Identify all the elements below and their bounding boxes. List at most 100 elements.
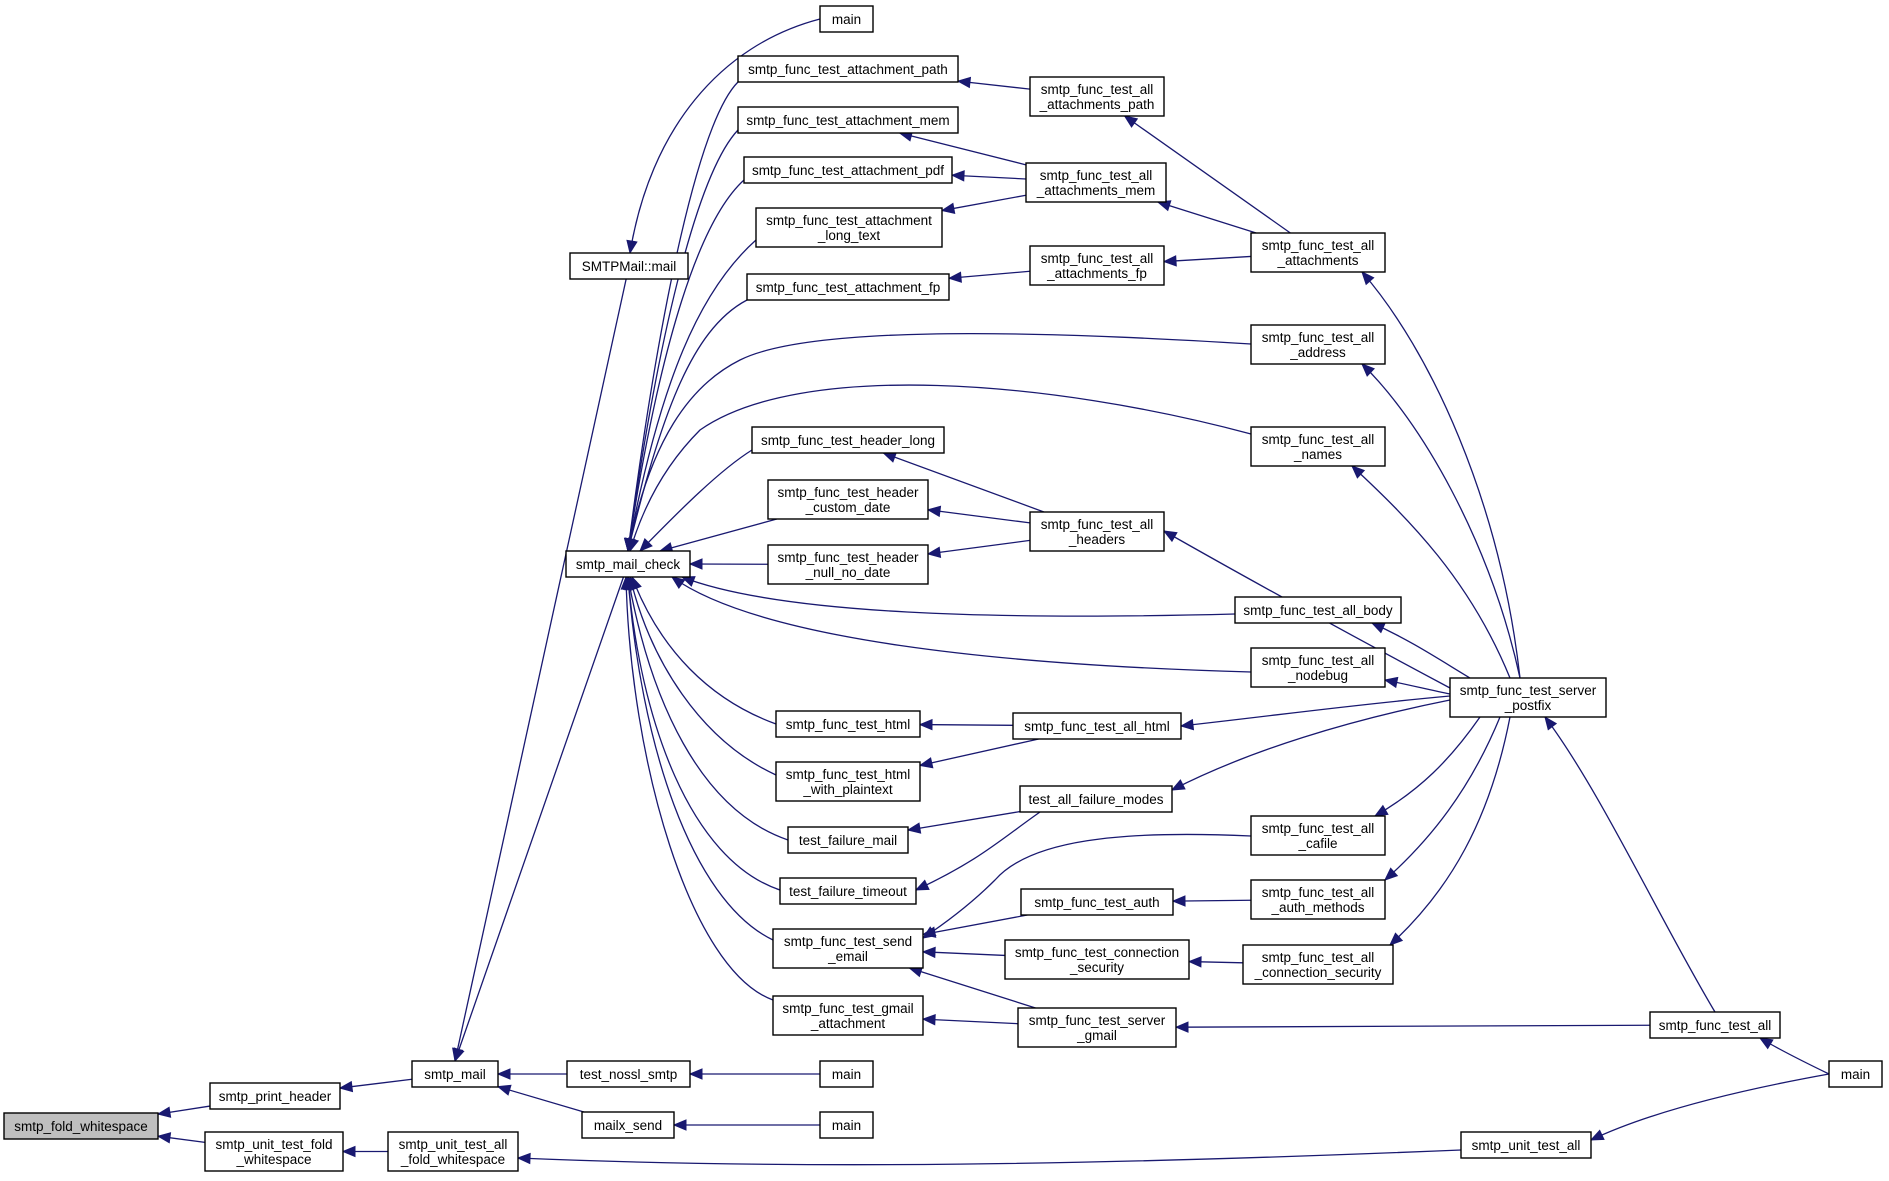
node-func-all[interactable]: smtp_func_test_all: [1649, 1011, 1781, 1039]
node-box: [772, 995, 924, 1036]
edge-all_auth_methods-to-auth: [1171, 895, 1252, 907]
node-box: [737, 55, 959, 83]
node-label: smtp_func_test_auth: [1034, 895, 1159, 910]
arrowhead-icon: [1384, 867, 1399, 881]
node-box: [737, 106, 959, 134]
node-header-custom[interactable]: smtp_func_test_header_custom_date: [767, 479, 929, 520]
node-all-address[interactable]: smtp_func_test_all_address: [1250, 324, 1386, 365]
node-label: _cafile: [1297, 836, 1337, 851]
arrowhead-icon: [156, 1106, 172, 1118]
node-label: _custom_date: [805, 500, 891, 515]
edge-auth-to-send_email: [921, 914, 1028, 938]
node-html-plain[interactable]: smtp_func_test_html_with_plaintext: [775, 761, 921, 802]
node-label: _long_text: [817, 228, 881, 243]
node-mail[interactable]: smtp_mail: [411, 1060, 499, 1088]
node-all-att-path[interactable]: smtp_func_test_all_attachments_path: [1029, 76, 1165, 117]
node-main-nossl[interactable]: main: [819, 1060, 874, 1088]
node-attach-mem[interactable]: smtp_func_test_attachment_mem: [737, 106, 959, 134]
node-box: [1017, 1007, 1177, 1048]
node-box: [1250, 232, 1386, 273]
node-server-postfix[interactable]: smtp_func_test_server_postfix: [1449, 677, 1607, 718]
edge-nossl-to-mail: [496, 1068, 567, 1080]
node-box: [566, 1060, 691, 1088]
node-box: [209, 1082, 341, 1110]
node-label: _gmail: [1076, 1028, 1117, 1043]
arrowhead-icon: [1373, 804, 1389, 817]
node-html[interactable]: smtp_func_test_html: [775, 710, 921, 738]
node-all-nodebug[interactable]: smtp_func_test_all_nodebug: [1250, 647, 1386, 688]
arrowhead-icon: [926, 546, 942, 558]
node-all-cafile[interactable]: smtp_func_test_all_cafile: [1250, 815, 1386, 856]
node-box: [755, 207, 943, 248]
node-all-headers[interactable]: smtp_func_test_all_headers: [1029, 511, 1165, 552]
node-label: _whitespace: [235, 1152, 311, 1167]
node-header-null[interactable]: smtp_func_test_header_null_no_date: [767, 544, 929, 585]
node-all-att-mem[interactable]: smtp_func_test_all_attachments_mem: [1025, 162, 1167, 203]
node-label: smtp_func_test_all: [1041, 82, 1154, 97]
edge-header_null-to-mail_check: [688, 558, 769, 570]
node-mail-check[interactable]: smtp_mail_check: [565, 550, 691, 578]
node-all-conn-sec[interactable]: smtp_func_test_all_connection_security: [1242, 944, 1394, 985]
node-fold[interactable]: smtp_fold_whitespace: [3, 1112, 159, 1140]
edge-all_attachments-to-all_att_path: [1123, 115, 1291, 234]
arrowhead-icon: [688, 1068, 703, 1080]
arrowhead-icon: [341, 1145, 356, 1158]
arrowhead-icon: [1179, 718, 1195, 731]
node-fail-mail[interactable]: test_failure_mail: [787, 826, 909, 854]
node-unit-all[interactable]: smtp_unit_test_all: [1460, 1131, 1592, 1159]
arrowhead-icon: [947, 271, 962, 283]
node-print-header[interactable]: smtp_print_header: [209, 1082, 341, 1110]
arrowhead-icon: [1162, 530, 1178, 543]
node-all-auth-methods[interactable]: smtp_func_test_all_auth_methods: [1250, 879, 1386, 920]
node-server-gmail[interactable]: smtp_func_test_server_gmail: [1017, 1007, 1177, 1048]
node-fail-timeout[interactable]: test_failure_timeout: [779, 877, 917, 905]
node-attach-pdf[interactable]: smtp_func_test_attachment_pdf: [743, 156, 953, 184]
node-label: test_all_failure_modes: [1028, 792, 1163, 807]
node-label: smtp_func_test_all_html: [1024, 719, 1170, 734]
node-mailx-send[interactable]: mailx_send: [581, 1111, 675, 1139]
node-main-final[interactable]: main: [1828, 1060, 1883, 1088]
node-header-long[interactable]: smtp_func_test_header_long: [751, 426, 945, 454]
edge-server_postfix-to-all_cafile: [1373, 716, 1481, 817]
node-box: [1828, 1060, 1883, 1088]
node-all-attachments[interactable]: smtp_func_test_all_attachments: [1250, 232, 1386, 273]
arrowhead-icon: [639, 538, 653, 552]
edge-main_nossl-to-nossl: [688, 1068, 820, 1080]
node-unit-all-fold[interactable]: smtp_unit_test_all_fold_whitespace: [387, 1131, 519, 1172]
node-label: _fold_whitespace: [400, 1152, 505, 1167]
arrowhead-icon: [950, 170, 965, 182]
node-attach-fp[interactable]: smtp_func_test_attachment_fp: [746, 273, 950, 301]
node-box: [1449, 677, 1607, 718]
edge-smtpmail_mail-to-mail: [452, 278, 627, 1063]
node-conn-sec[interactable]: smtp_func_test_connection_security: [1004, 939, 1190, 980]
node-all-names[interactable]: smtp_func_test_all_names: [1250, 426, 1386, 467]
arrowhead-icon: [670, 576, 686, 589]
edge-all_fail-to-fail_mail: [906, 810, 1021, 834]
node-label: smtp_func_test_all_body: [1243, 603, 1393, 618]
edge-header_long-to-mail_check: [639, 449, 753, 552]
node-attach-long[interactable]: smtp_func_test_attachment_long_text: [755, 207, 943, 248]
node-attach-path[interactable]: smtp_func_test_attachment_path: [737, 55, 959, 83]
node-send-email[interactable]: smtp_func_test_send_email: [772, 928, 924, 969]
edge-all_nodebug-to-mail_check: [670, 576, 1252, 673]
node-box: [746, 273, 950, 301]
edges-layer: [156, 18, 1830, 1166]
node-all-html[interactable]: smtp_func_test_all_html: [1012, 712, 1182, 740]
arrowhead-icon: [453, 1047, 465, 1063]
node-auth[interactable]: smtp_func_test_auth: [1020, 888, 1174, 916]
node-label: main: [1841, 1067, 1870, 1082]
node-box: [569, 252, 689, 280]
node-box: [1649, 1011, 1781, 1039]
node-all-body[interactable]: smtp_func_test_all_body: [1234, 596, 1402, 624]
arrowhead-icon: [496, 1084, 512, 1096]
node-unit-fold[interactable]: smtp_unit_test_fold_whitespace: [204, 1131, 344, 1172]
node-nossl[interactable]: test_nossl_smtp: [566, 1060, 691, 1088]
node-main-top[interactable]: main: [819, 5, 874, 33]
node-gmail-attach[interactable]: smtp_func_test_gmail_attachment: [772, 995, 924, 1036]
node-all-fail[interactable]: test_all_failure_modes: [1019, 785, 1173, 813]
node-smtpmail-mail[interactable]: SMTPMail::mail: [569, 252, 689, 280]
arrowhead-icon: [672, 1119, 687, 1131]
node-main-mailx[interactable]: main: [819, 1111, 874, 1139]
node-all-att-fp[interactable]: smtp_func_test_all_attachments_fp: [1029, 245, 1165, 286]
